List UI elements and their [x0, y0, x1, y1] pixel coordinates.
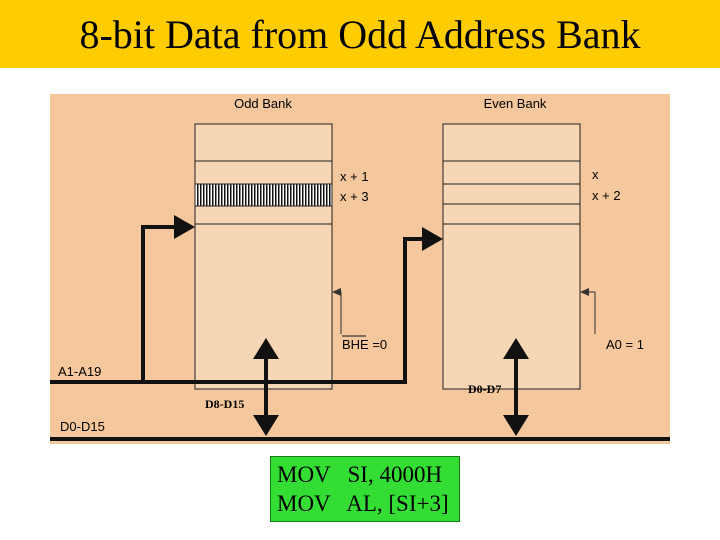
memory-bank-diagram: Odd Bank x + 1 x + 3 Even Bank x x + 2 A…	[50, 94, 670, 444]
data-bus: D0-D15	[50, 419, 670, 441]
diagram-canvas: Odd Bank x + 1 x + 3 Even Bank x x + 2 A…	[50, 96, 670, 441]
title-bar: 8-bit Data from Odd Address Bank	[0, 0, 720, 68]
bhe-line	[338, 291, 342, 334]
even-data-lines: D0-D7	[468, 338, 529, 436]
odd-address-label: x + 3	[340, 189, 369, 204]
odd-data-label: D8-D15	[205, 397, 244, 411]
even-bank-box	[442, 123, 581, 390]
address-bus-branch	[143, 237, 427, 384]
address-bus-line	[50, 225, 177, 384]
odd-bank-label: Odd Bank	[234, 96, 292, 111]
even-bank: Even Bank x x + 2	[442, 96, 621, 390]
even-bank-label: Even Bank	[484, 96, 547, 111]
odd-data-arrow-up	[253, 338, 279, 359]
code-box: MOV SI, 4000H MOV AL, [SI+3]	[270, 456, 460, 522]
code-line-1: MOV SI, 4000H	[277, 462, 443, 487]
even-data-label: D0-D7	[468, 382, 501, 396]
even-address-label: x	[592, 167, 599, 182]
odd-address-label: x + 1	[340, 169, 369, 184]
even-data-arrow-down	[503, 415, 529, 436]
even-data-arrow-up	[503, 338, 529, 359]
bhe-arrow	[332, 288, 341, 296]
address-bus: A1-A19	[50, 215, 443, 384]
a0-line	[588, 291, 596, 334]
a0-arrow	[580, 288, 589, 296]
odd-data-lines: D8-D15	[205, 338, 279, 436]
a0-control: A0 = 1	[580, 288, 644, 352]
data-bus-label: D0-D15	[60, 419, 105, 434]
address-arrow-odd	[174, 215, 195, 239]
odd-selected-row	[194, 183, 333, 207]
address-arrow-even	[422, 227, 443, 251]
slide-title: 8-bit Data from Odd Address Bank	[79, 11, 641, 57]
even-address-label: x + 2	[592, 188, 621, 203]
bhe-label: BHE =0	[342, 337, 387, 352]
bhe-control: BHE =0	[332, 288, 387, 352]
a0-label: A0 = 1	[606, 337, 644, 352]
address-bus-label: A1-A19	[58, 364, 101, 379]
code-line-2: MOV AL, [SI+3]	[277, 491, 449, 516]
odd-data-arrow-down	[253, 415, 279, 436]
